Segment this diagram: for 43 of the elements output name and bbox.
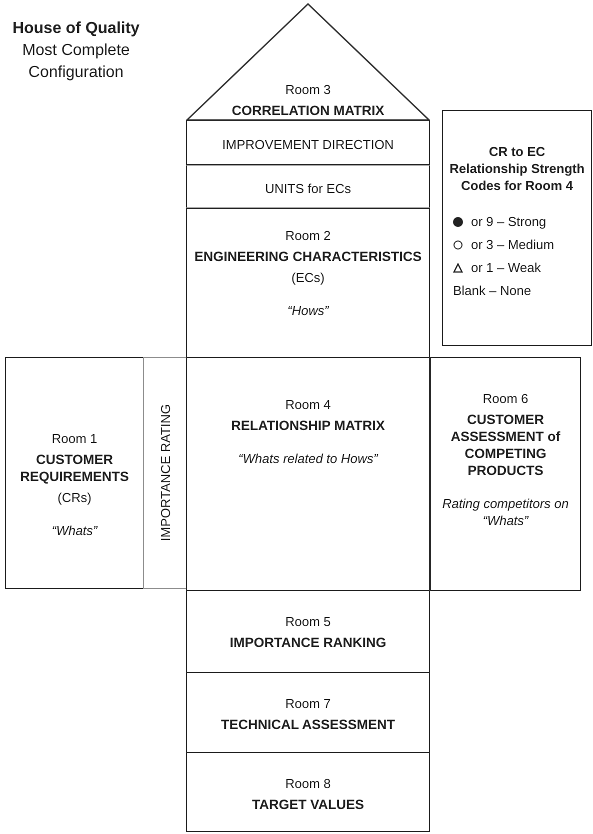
room-box [186, 672, 430, 753]
room-label: IMPROVEMENT DIRECTION [222, 136, 394, 153]
room-box [186, 208, 430, 358]
note-text: Rating competitors on “Whats” [441, 495, 570, 529]
legend-text: or 9 – Strong [471, 214, 546, 229]
room-label: Room 6 [482, 390, 528, 407]
heading-text: IMPORTANCE RANKING [230, 634, 386, 651]
room-label: Room 3 [285, 81, 331, 98]
room-label: Room 1 [52, 430, 98, 447]
room-label: IMPORTANCE RATING [156, 404, 174, 542]
heading-text: TECHNICAL ASSESSMENT [220, 716, 396, 733]
heading-text: CUSTOMER ASSESSMENT of COMPETING PRODUCTS [450, 411, 562, 479]
heading-text: TARGET VALUES [252, 796, 364, 813]
room-label: Room 8 [285, 775, 331, 792]
legend-box [442, 110, 592, 346]
note-text: “Whats” [52, 522, 98, 539]
heading-text: CR to EC Relationship Strength Codes for Room 4 [449, 143, 585, 194]
heading-text: RELATIONSHIP MATRIX [231, 417, 385, 434]
heading-text: CUSTOMER REQUIREMENTS [19, 451, 130, 485]
room-box [186, 357, 430, 591]
room-box [186, 590, 430, 673]
legend-text: or 3 – Medium [471, 237, 554, 252]
room-label: Room 7 [285, 695, 331, 712]
room-box [186, 752, 430, 832]
rating-column [143, 357, 187, 589]
title: House of Quality [11, 19, 141, 39]
room-label: UNITS for ECs [265, 180, 351, 197]
room-box [5, 357, 144, 589]
room-label: Room 2 [285, 227, 331, 244]
heading-text: ENGINEERING CHARACTERISTICS [194, 248, 422, 265]
header-row [186, 165, 430, 208]
room-label: Room 4 [285, 396, 331, 413]
note-text: “Whats related to Hows” [238, 450, 378, 467]
legend-text: or 1 – Weak [471, 260, 541, 275]
room-label: (CRs) [58, 489, 92, 506]
header-row [186, 120, 430, 165]
room-label: Room 5 [285, 613, 331, 630]
legend-text: Blank – None [453, 283, 532, 298]
room-label: (ECs) [291, 269, 325, 286]
room-box [430, 357, 581, 591]
subtitle: Most Complete Configuration [21, 41, 131, 83]
note-text: “Hows” [287, 302, 329, 319]
heading-text: CORRELATION MATRIX [232, 102, 384, 119]
